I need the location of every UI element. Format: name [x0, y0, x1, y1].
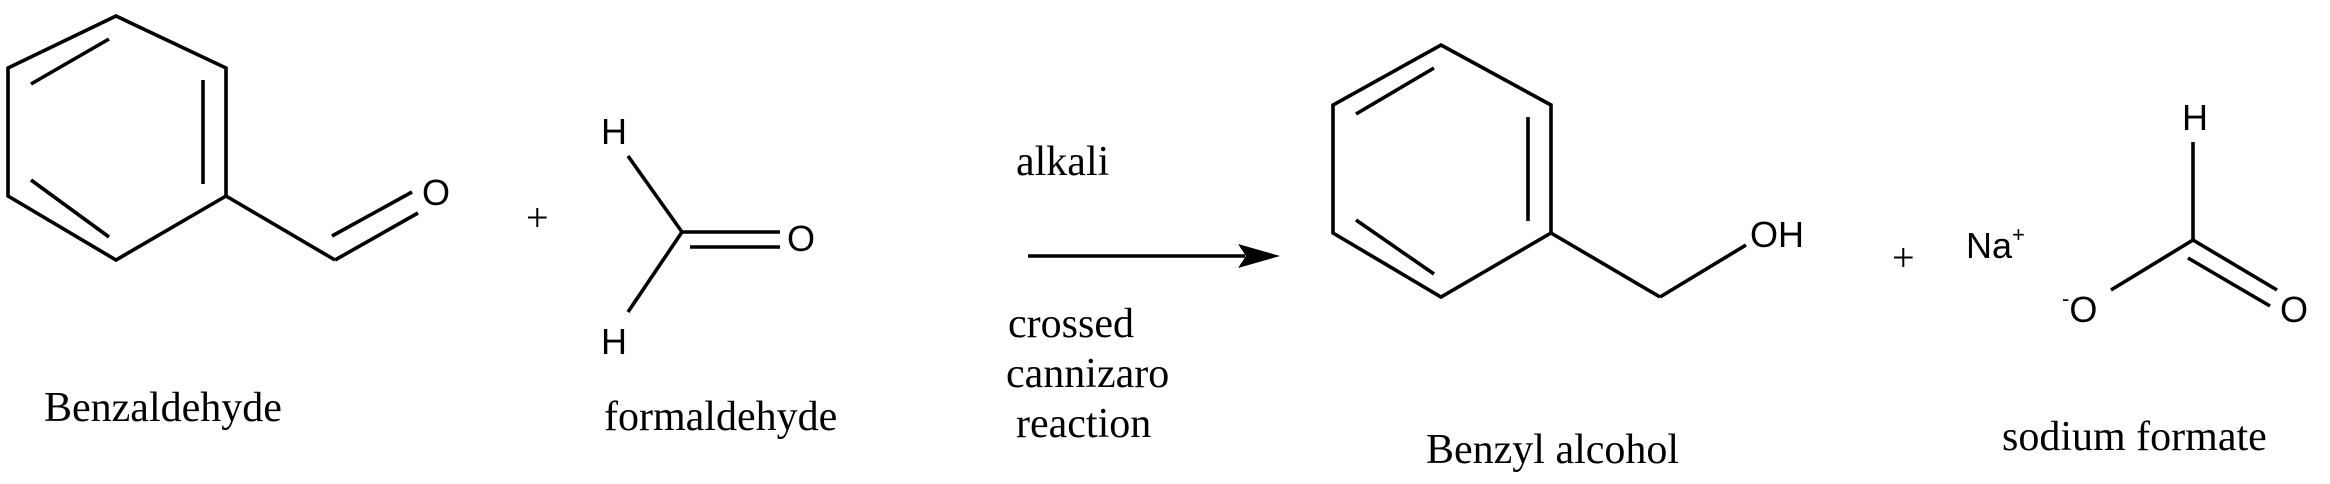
benzaldehyde-structure: O — [6, 14, 450, 263]
formate-co-double-bond — [2187, 256, 2271, 308]
benzyl-co-bond — [1659, 243, 1747, 299]
benzyl-alcohol-structure: OH — [1331, 42, 1804, 300]
benzyl-alcohol-ring — [1331, 42, 1553, 300]
reaction-arrow: alkali crossed cannizaro reaction — [1006, 139, 1280, 447]
plus-sign: + — [1892, 235, 1915, 280]
arrow-condition-line-1: crossed — [1008, 301, 1134, 347]
benzyl-cc-bond — [1550, 231, 1661, 299]
formate-h-atom: H — [2182, 97, 2208, 138]
formaldehyde-ch-bond — [626, 230, 684, 314]
ring-double-bond — [30, 37, 110, 86]
formaldehyde-h-atom-bottom: H — [601, 321, 627, 362]
formate-co-double-bond — [2192, 238, 2278, 292]
formate-o-atom: O — [2280, 289, 2308, 330]
arrow-condition-line-3: reaction — [1016, 401, 1151, 447]
hydroxyl-group-label: OH — [1750, 214, 1804, 255]
plus-sign: + — [526, 195, 549, 240]
sodium-formate-structure: Na+ H -O O — [1966, 97, 2308, 330]
arrow-condition-line-2: cannizaro — [1006, 351, 1169, 397]
benzaldehyde-label: Benzaldehyde — [44, 385, 282, 431]
formaldehyde-o-atom: O — [787, 218, 815, 259]
formate-co-bond — [2110, 238, 2194, 292]
benzyl-alcohol-label: Benzyl alcohol — [1426, 427, 1679, 473]
benzaldehyde-ring — [6, 14, 228, 263]
formaldehyde-structure: H H O — [601, 111, 815, 362]
ring-double-bond — [29, 178, 111, 239]
aldehyde-co-double-bond — [331, 190, 413, 238]
formaldehyde-label: formaldehyde — [604, 394, 837, 440]
sodium-formate-label: sodium formate — [2002, 414, 2267, 460]
sodium-ion-label: Na+ — [1966, 222, 2025, 266]
ring-double-bond — [1354, 218, 1436, 276]
arrow-condition-above: alkali — [1016, 139, 1109, 185]
formaldehyde-h-atom-top: H — [601, 111, 627, 152]
ring-double-bond — [1355, 66, 1435, 116]
formate-o-minus-atom: -O — [2062, 286, 2097, 330]
arrowhead-icon — [1238, 244, 1280, 268]
aldehyde-cc-bond — [225, 194, 336, 262]
benzaldehyde-o-atom: O — [422, 172, 450, 213]
aldehyde-co-double-bond — [334, 211, 419, 262]
formaldehyde-ch-bond — [626, 154, 684, 234]
